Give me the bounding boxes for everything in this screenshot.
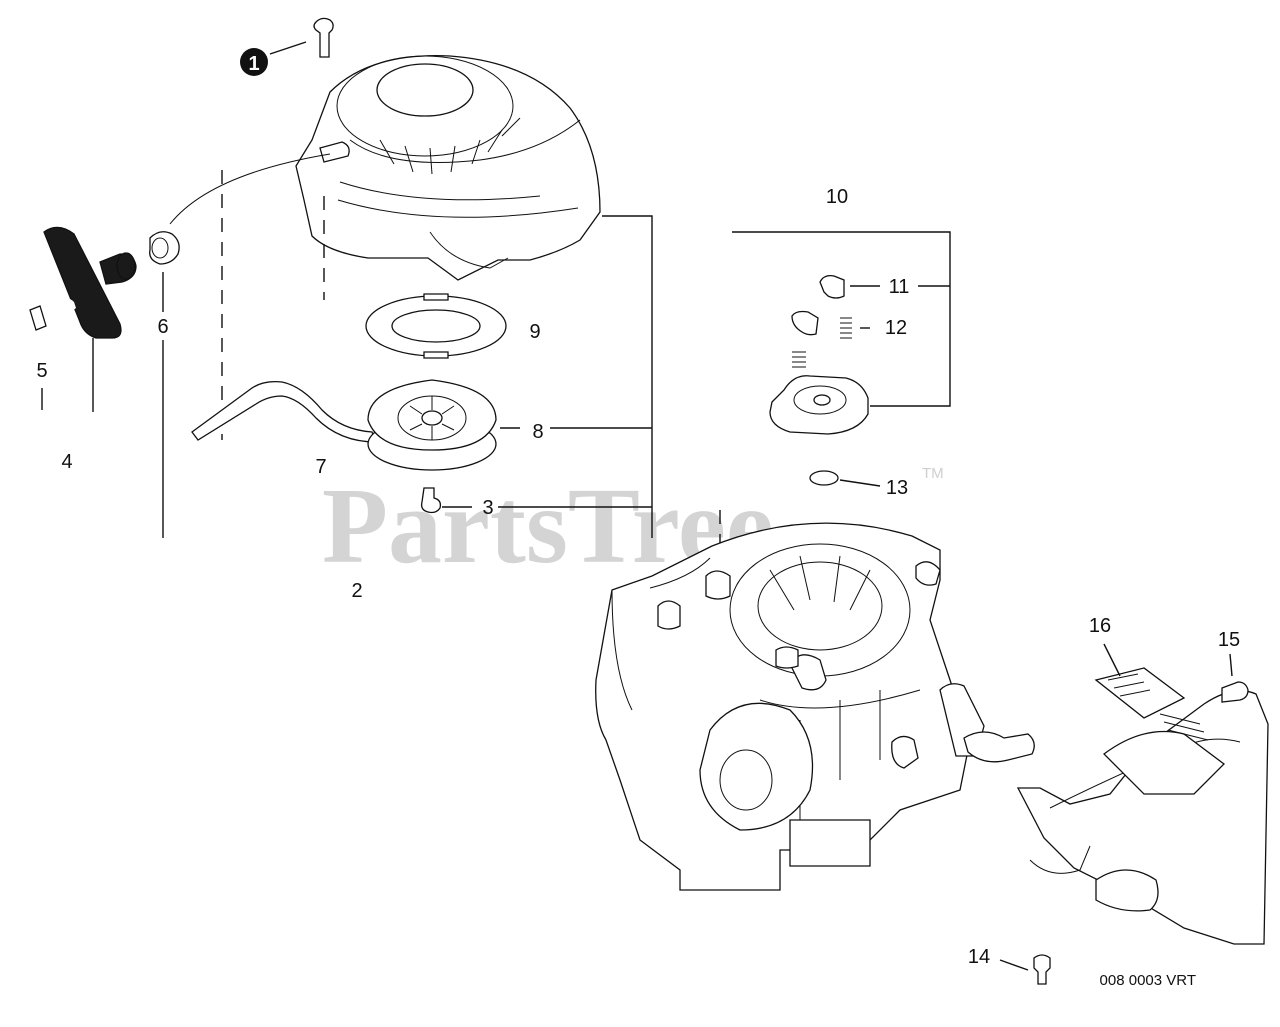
- diagram-code: 008 0003 VRT: [1100, 972, 1196, 989]
- callout-6: 6: [157, 316, 168, 338]
- part-starter-handle[interactable]: [43, 226, 137, 339]
- part-15-cover-screw[interactable]: [1221, 681, 1249, 703]
- bracket-10: [732, 231, 951, 407]
- part-16-cylinder-cover[interactable]: [1016, 667, 1269, 945]
- part-13-gasket[interactable]: [809, 470, 839, 486]
- callout-1-circle: [240, 48, 268, 76]
- part-starter-housing[interactable]: [295, 54, 601, 281]
- callout-1: 1: [248, 53, 259, 75]
- callout-12: 12: [885, 317, 907, 339]
- part-14-bottom-screw[interactable]: [1033, 954, 1051, 985]
- callout-8: 8: [532, 421, 543, 443]
- callout-7: 7: [315, 456, 326, 478]
- part-10-assembly-base[interactable]: [769, 375, 869, 435]
- leader-15: [1229, 653, 1233, 677]
- callout-5: 5: [36, 360, 47, 382]
- leader-13: [839, 479, 881, 487]
- leader-14: [999, 959, 1029, 971]
- callout-14: 14: [968, 946, 990, 968]
- part-handle-pin[interactable]: [29, 305, 47, 331]
- callout-13: 13: [886, 477, 908, 499]
- watermark-trademark: TM: [922, 465, 944, 482]
- callout-3: 3: [482, 497, 493, 519]
- starter-rope: [169, 153, 331, 225]
- part-11-valve[interactable]: [819, 274, 845, 299]
- leader-16: [1103, 643, 1121, 677]
- callout-9: 9: [529, 321, 540, 343]
- callout-16: 16: [1089, 615, 1111, 637]
- callout-11: 11: [889, 276, 910, 298]
- part-pulley-screw[interactable]: [420, 487, 442, 514]
- leader-1: [269, 41, 307, 55]
- callout-10: 10: [826, 186, 848, 208]
- callout-15: 15: [1218, 629, 1240, 651]
- part-recoil-pulley[interactable]: [367, 379, 497, 471]
- bracket-2-vertical: [602, 215, 653, 538]
- part-spring-plate[interactable]: [365, 293, 507, 359]
- part-rope-bushing[interactable]: [149, 231, 180, 265]
- part-12-valve-spring[interactable]: [791, 310, 852, 368]
- part-engine-block[interactable]: [595, 522, 1035, 891]
- part-bolt-top[interactable]: [313, 17, 334, 58]
- callout-2: 2: [351, 580, 362, 602]
- part-rewind-spring[interactable]: [191, 380, 377, 443]
- callout-4: 4: [61, 451, 72, 473]
